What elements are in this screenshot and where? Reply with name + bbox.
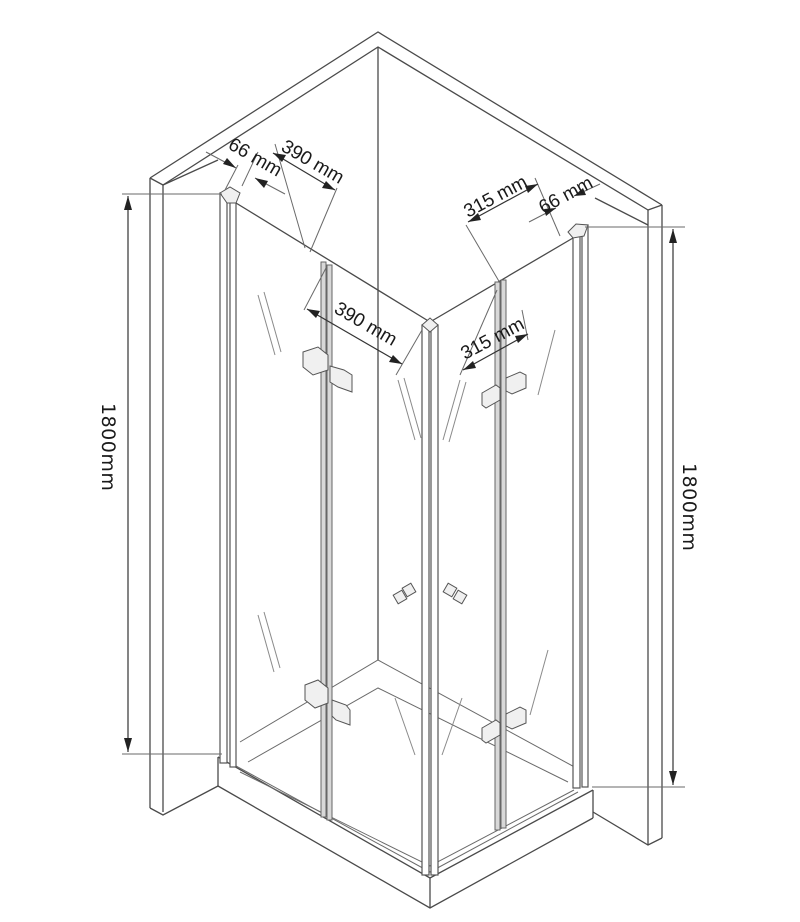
corner-profile: [421, 317, 439, 876]
label-left-height-1800mm: 1800mm: [97, 403, 119, 491]
arrow-left-icon: [307, 309, 320, 318]
left-390-ext-b: [309, 187, 338, 253]
right-door-315-ext-a: [459, 289, 498, 376]
right-door-fold-profile: [494, 279, 507, 831]
glass-reflections: [257, 291, 556, 756]
right-profile-inner: [581, 224, 589, 788]
hinges: [302, 346, 527, 744]
label-right-top-315mm: 315 mm: [460, 172, 530, 223]
left-top-hinge: [219, 186, 241, 204]
arrow-down-icon: [124, 738, 132, 752]
arrow-right-icon: [525, 184, 538, 193]
door-knobs: [392, 582, 468, 605]
arrow-left-icon: [255, 178, 268, 188]
corner-profile-right: [430, 324, 439, 876]
corner-profile-left: [421, 324, 430, 876]
right-fold-bar-b: [500, 279, 507, 829]
left-door-390-ext-b: [395, 329, 423, 376]
arrow-right-icon: [322, 181, 335, 190]
door-top-edges: [235, 202, 574, 323]
left-wall-top-cap: [149, 177, 164, 186]
tray-rim-top: [217, 756, 594, 879]
left-wall-bottom: [149, 785, 219, 816]
arrow-down-icon: [669, 771, 677, 785]
right-upper-hinge: [481, 371, 527, 409]
arrow-right-icon: [515, 334, 528, 343]
arrow-right-icon: [389, 355, 402, 364]
arrow-left-icon: [463, 361, 476, 370]
right-wall-profile: [567, 223, 589, 789]
left-door-390-ext-a: [303, 267, 327, 311]
left-fold-bar-b: [326, 264, 333, 821]
shower-tray: [217, 659, 594, 909]
arrow-left-icon: [468, 213, 481, 222]
left-upper-hinge: [302, 346, 353, 393]
left-wall-top-side: [162, 159, 219, 186]
glass-bottom-rail: [235, 765, 579, 873]
left-knob: [392, 582, 417, 605]
right-wall-top-side: [594, 197, 649, 226]
right-wall-bottom: [592, 811, 663, 846]
left-door-top-edge: [235, 202, 431, 323]
left-wall-profile: [219, 186, 241, 768]
label-right-height-1800mm: 1800mm: [678, 463, 700, 551]
glass-bottom-rail-inner: [239, 771, 575, 867]
arrow-up-icon: [669, 229, 677, 243]
left-fold-bar-a: [320, 261, 327, 818]
right-fold-bar-a: [494, 281, 501, 831]
left-390-ext-a: [274, 143, 306, 249]
right-profile-outer: [572, 227, 581, 789]
corner-top-cap: [421, 317, 439, 333]
left-lower-hinge: [304, 679, 351, 726]
left-door-fold-profile: [320, 261, 333, 821]
right-wall-top-cap: [647, 204, 663, 211]
left-profile-inner: [229, 196, 237, 768]
tray-back-edge: [239, 659, 581, 771]
arrow-right-icon: [544, 208, 556, 216]
dimension-lines: [122, 143, 685, 788]
right-315-ext-b: [534, 177, 561, 237]
right-top-hinge: [567, 223, 589, 239]
left-door-390-dim-line: [306, 308, 403, 365]
left-66-ext-a: [224, 164, 239, 191]
back-walls: [149, 31, 663, 846]
tray-rim-bottom: [217, 785, 594, 909]
arrow-left-icon: [574, 188, 586, 196]
arrow-left-icon: [273, 153, 286, 162]
right-knob: [442, 582, 468, 605]
arrow-right-icon: [223, 158, 236, 168]
dimension-labels: 66 mm 390 mm 390 mm 315 mm 66 mm 315 mm …: [97, 134, 700, 551]
label-right-66mm: 66 mm: [535, 173, 596, 219]
right-315-dim-line: [467, 183, 539, 223]
wall-top-outer-edge: [149, 31, 663, 206]
left-profile-outer: [219, 192, 228, 764]
right-lower-hinge: [481, 706, 527, 744]
arrow-up-icon: [124, 196, 132, 210]
left-66-ext-b: [241, 151, 259, 187]
right-315-ext-a: [465, 224, 501, 284]
